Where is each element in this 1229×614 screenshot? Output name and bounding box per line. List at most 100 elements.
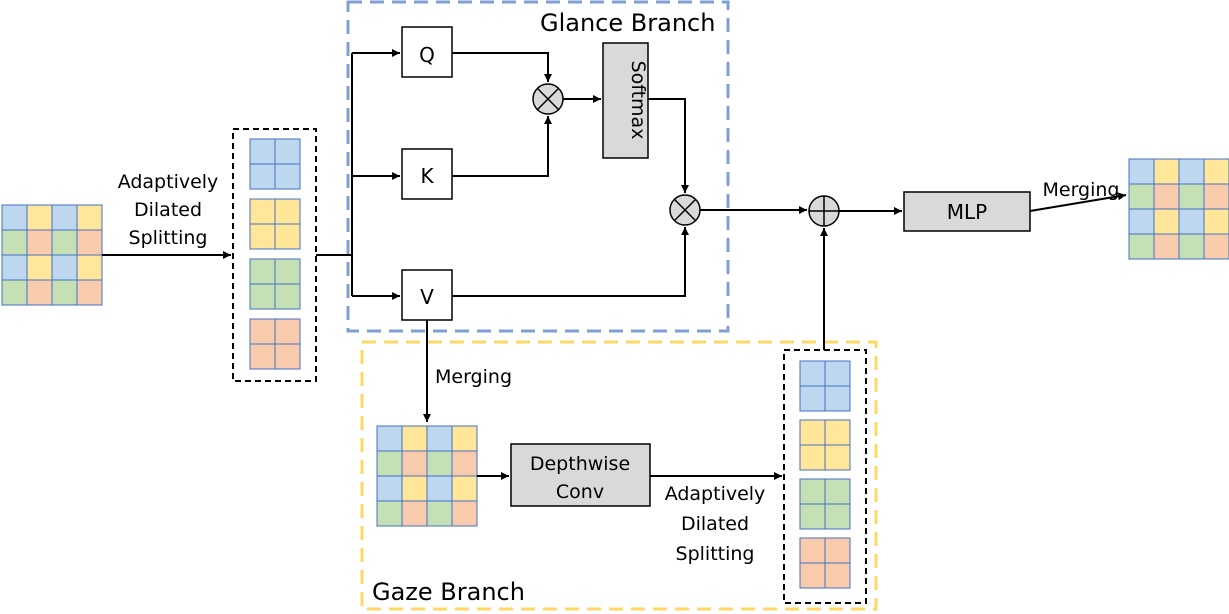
token-cell xyxy=(426,425,453,452)
input-split-groups xyxy=(249,138,301,370)
token-cell xyxy=(1178,158,1205,185)
token-cell xyxy=(274,258,301,285)
k-block xyxy=(401,148,453,200)
add-operator xyxy=(808,195,840,227)
arrow-mlp-to-output xyxy=(1029,192,1127,212)
token-cell xyxy=(824,419,851,446)
depthwise-label-line2: Conv xyxy=(556,481,604,503)
softmax-block xyxy=(602,42,649,159)
token-cell xyxy=(799,360,826,387)
token-cell xyxy=(76,229,103,256)
token-cell xyxy=(26,204,53,231)
token-cell xyxy=(376,500,403,527)
splitting-label-input-line2: Dilated xyxy=(134,199,202,221)
token-cell xyxy=(401,475,428,502)
token-cell xyxy=(274,318,301,345)
token-cell xyxy=(274,198,301,225)
token-cell xyxy=(249,343,276,370)
gaze-branch-frame xyxy=(360,340,878,611)
splitting-label-gaze-line1: Adaptively xyxy=(665,483,766,505)
token-cell xyxy=(1203,183,1229,210)
token-cell xyxy=(249,163,276,190)
softmax-label: Softmax xyxy=(627,61,649,140)
input-split-frame xyxy=(232,128,317,382)
glance-branch-frame xyxy=(346,0,730,333)
arrow-q-to-multiply xyxy=(452,52,552,82)
token-cell xyxy=(799,444,826,471)
token-cell xyxy=(1,279,28,306)
merging-label-v: Merging xyxy=(435,366,512,388)
gaze-branch-title: Gaze Branch xyxy=(372,578,525,606)
multiply-operator-bottom xyxy=(669,194,701,226)
token-cell xyxy=(1178,233,1205,260)
token-cell xyxy=(824,444,851,471)
token-cell xyxy=(426,475,453,502)
depthwise-label-line1: Depthwise xyxy=(530,453,630,475)
token-cell xyxy=(51,229,78,256)
token-cell xyxy=(1203,208,1229,235)
token-cell xyxy=(824,478,851,505)
depthwise-conv-block xyxy=(510,443,651,507)
token-cell xyxy=(274,138,301,165)
token-cell xyxy=(249,258,276,285)
token-cell xyxy=(824,562,851,589)
token-cell xyxy=(274,223,301,250)
arrow-k-to-multiply xyxy=(452,116,552,177)
token-cell xyxy=(799,385,826,412)
token-cell xyxy=(426,450,453,477)
splitting-label-input-line3: Splitting xyxy=(129,227,208,249)
token-cell xyxy=(51,254,78,281)
token-cell xyxy=(451,450,478,477)
token-cell xyxy=(1153,208,1180,235)
token-cell xyxy=(1153,233,1180,260)
arrow-v-to-multiply xyxy=(452,227,689,297)
token-cell xyxy=(26,229,53,256)
token-cell xyxy=(249,223,276,250)
glance-branch-title: Glance Branch xyxy=(540,9,715,37)
token-cell xyxy=(401,425,428,452)
token-cell xyxy=(51,204,78,231)
splitting-label-input-line1: Adaptively xyxy=(118,171,219,193)
token-cell xyxy=(76,254,103,281)
token-cell xyxy=(451,500,478,527)
token-cell xyxy=(1,254,28,281)
token-cell xyxy=(51,279,78,306)
token-cell xyxy=(799,419,826,446)
token-cell xyxy=(274,163,301,190)
mlp-block xyxy=(903,191,1031,232)
token-cell xyxy=(799,478,826,505)
token-cell xyxy=(249,283,276,310)
token-cell xyxy=(1203,158,1229,185)
merged-token-grid xyxy=(376,425,478,527)
token-cell xyxy=(274,343,301,370)
token-cell xyxy=(249,318,276,345)
token-cell xyxy=(76,204,103,231)
token-cell xyxy=(824,385,851,412)
token-cell xyxy=(376,425,403,452)
token-cell xyxy=(1203,233,1229,260)
token-cell xyxy=(26,254,53,281)
q-label: Q xyxy=(419,43,435,67)
gaze-split-groups xyxy=(799,360,851,589)
token-cell xyxy=(1178,183,1205,210)
multiply-operator-top xyxy=(532,83,564,115)
token-cell xyxy=(426,500,453,527)
token-cell xyxy=(824,503,851,530)
token-cell xyxy=(824,537,851,564)
token-cell xyxy=(249,198,276,225)
output-token-grid xyxy=(1128,158,1229,260)
token-cell xyxy=(376,450,403,477)
token-cell xyxy=(1178,208,1205,235)
splitting-label-gaze-line3: Splitting xyxy=(676,543,755,565)
token-cell xyxy=(1128,158,1155,185)
token-cell xyxy=(401,450,428,477)
token-cell xyxy=(1153,183,1180,210)
token-cell xyxy=(799,562,826,589)
token-cell xyxy=(451,425,478,452)
token-cell xyxy=(824,360,851,387)
token-cell xyxy=(1128,233,1155,260)
token-cell xyxy=(76,279,103,306)
token-cell xyxy=(1,229,28,256)
token-cell xyxy=(1,204,28,231)
token-cell xyxy=(1128,183,1155,210)
